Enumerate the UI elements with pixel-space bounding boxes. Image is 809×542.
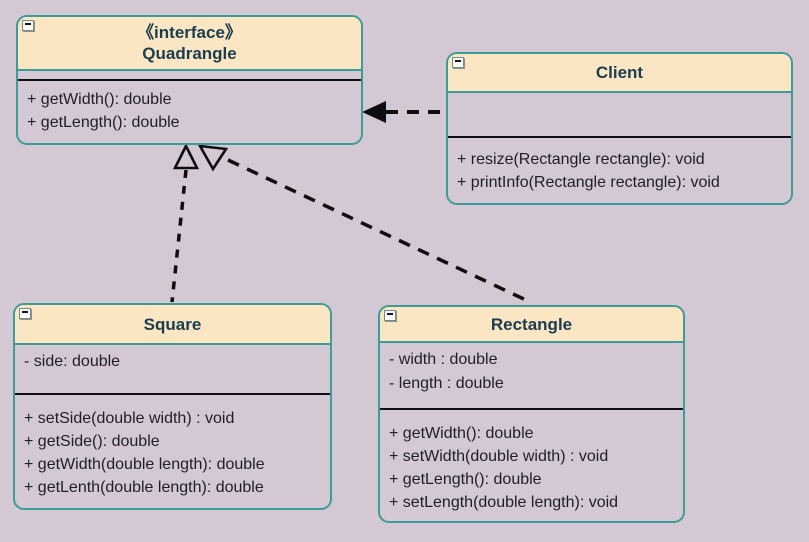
class-name: Rectangle [490,314,573,334]
minus-icon [387,313,393,315]
method-item: + setSide(double width) : void [24,410,235,427]
method-item: + getLength(): double [389,471,542,488]
method-item: + getWidth(double length): double [24,456,265,473]
attribute-item: - length : double [389,375,504,392]
method-item: + getWidth(): double [389,425,534,442]
class-header: Square [15,305,330,345]
realization-square-to-quadrangle[interactable] [170,143,200,303]
collapse-icon[interactable] [19,308,31,319]
methods-section: + setSide(double width) : void + getSide… [15,395,330,499]
class-header: Client [448,54,791,93]
attributes-section [448,93,791,138]
method-item: + setLength(double length): void [389,494,619,511]
class-box-quadrangle[interactable]: 《interface》 Quadrangle + getWidth(): dou… [16,15,363,145]
method-item: + getLenth(double length): double [24,479,264,496]
class-box-rectangle[interactable]: Rectangle - width : double - length : do… [378,305,685,523]
method-item: + getWidth(): double [27,91,172,108]
class-header: Rectangle [380,307,683,343]
attribute-item: - width : double [389,351,498,368]
collapse-icon[interactable] [384,310,396,321]
stereotype-label: 《interface》 [137,23,242,42]
class-box-client[interactable]: Client + resize(Rectangle rectangle): vo… [446,52,793,205]
minus-icon [455,60,461,62]
minus-icon [22,311,28,313]
method-item: + printInfo(Rectangle rectangle): void [457,174,720,191]
class-box-square[interactable]: Square - side: double + setSide(double w… [13,303,332,510]
realization-rectangle-to-quadrangle[interactable] [197,144,529,303]
class-name: Square [143,314,202,334]
minus-icon [25,23,31,25]
methods-section: + resize(Rectangle rectangle): void + pr… [448,138,791,194]
methods-section: + getWidth(): double + getLength(): doub… [18,81,361,134]
attributes-section: - width : double - length : double [380,343,683,410]
attributes-section: - side: double [15,345,330,395]
attribute-item: - side: double [24,353,121,370]
dependency-client-to-quadrangle[interactable] [362,101,446,123]
attributes-section [18,71,361,81]
method-item: + getLength(): double [27,114,180,131]
method-item: + getSide(): double [24,433,160,450]
collapse-icon[interactable] [22,20,34,31]
class-header: 《interface》 Quadrangle [18,17,361,71]
methods-section: + getWidth(): double + setWidth(double w… [380,410,683,514]
class-name: Client [595,63,644,82]
method-item: + resize(Rectangle rectangle): void [457,151,705,168]
class-name: Quadrangle [142,44,237,63]
collapse-icon[interactable] [452,57,464,68]
method-item: + setWidth(double width) : void [389,448,609,465]
